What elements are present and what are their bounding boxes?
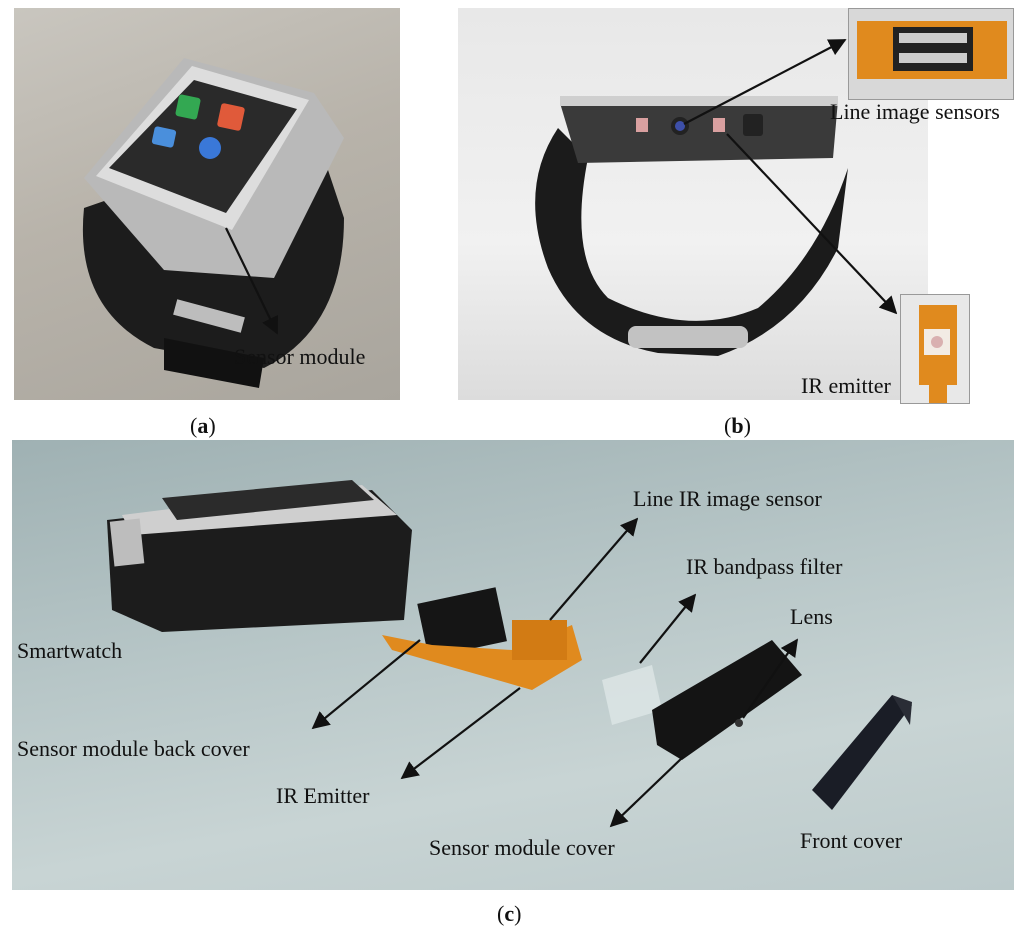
caption-b: (b) xyxy=(724,413,751,438)
ir-emitter-label-b: IR emitter xyxy=(801,373,891,398)
ir-emitter-inset xyxy=(900,294,970,404)
line-image-sensors-inset xyxy=(848,8,1014,100)
smartwatch-label: Smartwatch xyxy=(17,638,123,663)
smartwatch-front-photo xyxy=(82,58,344,388)
caption-a: (a) xyxy=(190,413,216,438)
front-cover-label: Front cover xyxy=(800,828,903,853)
lens-label: Lens xyxy=(790,604,833,629)
ir-emitter-label-c: IR Emitter xyxy=(276,783,370,808)
sensor-module-back-cover-label: Sensor module back cover xyxy=(17,736,250,761)
caption-c: (c) xyxy=(497,901,522,926)
panel-c-photo xyxy=(12,440,1014,890)
sensor-module-label-a: Sensor module xyxy=(234,344,366,369)
panel-a-photo xyxy=(14,8,400,400)
exploded-view-photo xyxy=(107,480,912,810)
line-image-sensors-label: Line image sensors xyxy=(830,99,1000,124)
ir-bandpass-filter-label: IR bandpass filter xyxy=(686,554,843,579)
line-ir-image-sensor-label: Line IR image sensor xyxy=(633,486,822,511)
sensor-module-cover-label: Sensor module cover xyxy=(429,835,615,860)
